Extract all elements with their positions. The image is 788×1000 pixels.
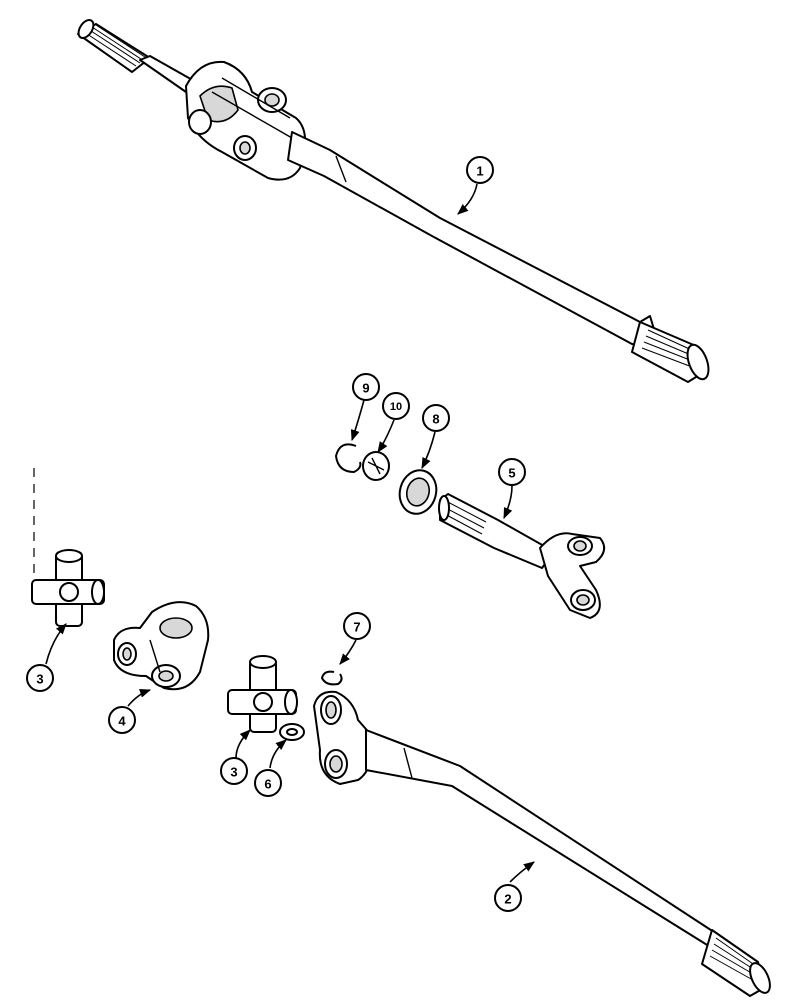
leader-lines <box>45 183 535 883</box>
axle-shaft-assembly <box>77 18 710 383</box>
callout-5: 5 <box>498 458 526 486</box>
svg-text:6: 6 <box>264 777 271 792</box>
svg-text:7: 7 <box>353 620 360 635</box>
callout-3-left: 3 <box>26 664 54 692</box>
universal-joint-cross-left <box>31 549 105 627</box>
svg-text:3: 3 <box>230 765 237 780</box>
lock-washer <box>362 451 390 481</box>
svg-text:5: 5 <box>508 466 515 481</box>
splined-collar <box>398 469 438 515</box>
svg-text:3: 3 <box>36 672 43 687</box>
callout-8: 8 <box>422 404 450 432</box>
snap-ring <box>321 670 343 686</box>
callout-1: 1 <box>466 156 494 184</box>
callout-3-right: 3 <box>220 757 248 785</box>
universal-joint-cross-right <box>227 655 298 733</box>
svg-text:2: 2 <box>504 892 511 907</box>
callout-9: 9 <box>352 373 380 401</box>
retaining-ring <box>335 443 362 473</box>
thrust-washer <box>279 723 305 741</box>
svg-text:9: 9 <box>362 381 369 396</box>
callout-4: 4 <box>108 706 136 734</box>
svg-text:1: 1 <box>476 164 483 179</box>
inner-yoke-stub <box>438 493 606 619</box>
callout-7: 7 <box>343 612 371 640</box>
center-yoke <box>113 601 210 691</box>
outer-axle-shaft <box>313 690 771 997</box>
svg-text:10: 10 <box>390 401 402 413</box>
svg-text:4: 4 <box>118 714 126 729</box>
callout-6: 6 <box>254 769 282 797</box>
svg-text:8: 8 <box>432 412 439 427</box>
callout-2: 2 <box>494 884 522 912</box>
callout-10: 10 <box>382 392 410 420</box>
